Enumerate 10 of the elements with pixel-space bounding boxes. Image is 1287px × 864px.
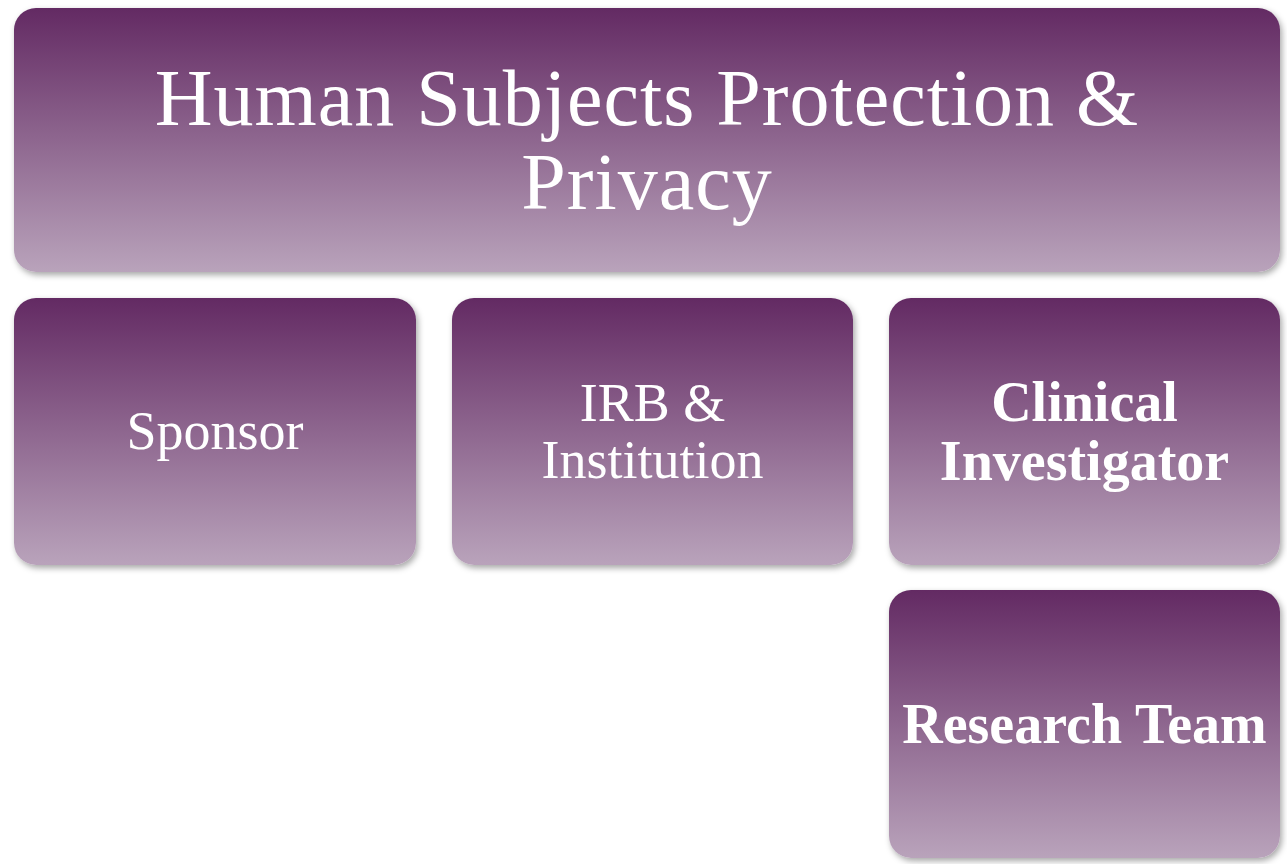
box-label: Clinical Investigator bbox=[938, 372, 1231, 491]
heading: Human Subjects Protection & Privacy bbox=[153, 56, 1141, 224]
rounded-box bbox=[452, 298, 853, 565]
rounded-box bbox=[14, 8, 1280, 272]
box-label: Sponsor bbox=[126, 403, 304, 460]
rounded-box bbox=[14, 298, 416, 565]
rounded-box bbox=[889, 590, 1280, 858]
box-label: IRB & Institution bbox=[540, 374, 765, 489]
box-label: Research Team bbox=[902, 694, 1267, 754]
rounded-box bbox=[889, 298, 1280, 565]
